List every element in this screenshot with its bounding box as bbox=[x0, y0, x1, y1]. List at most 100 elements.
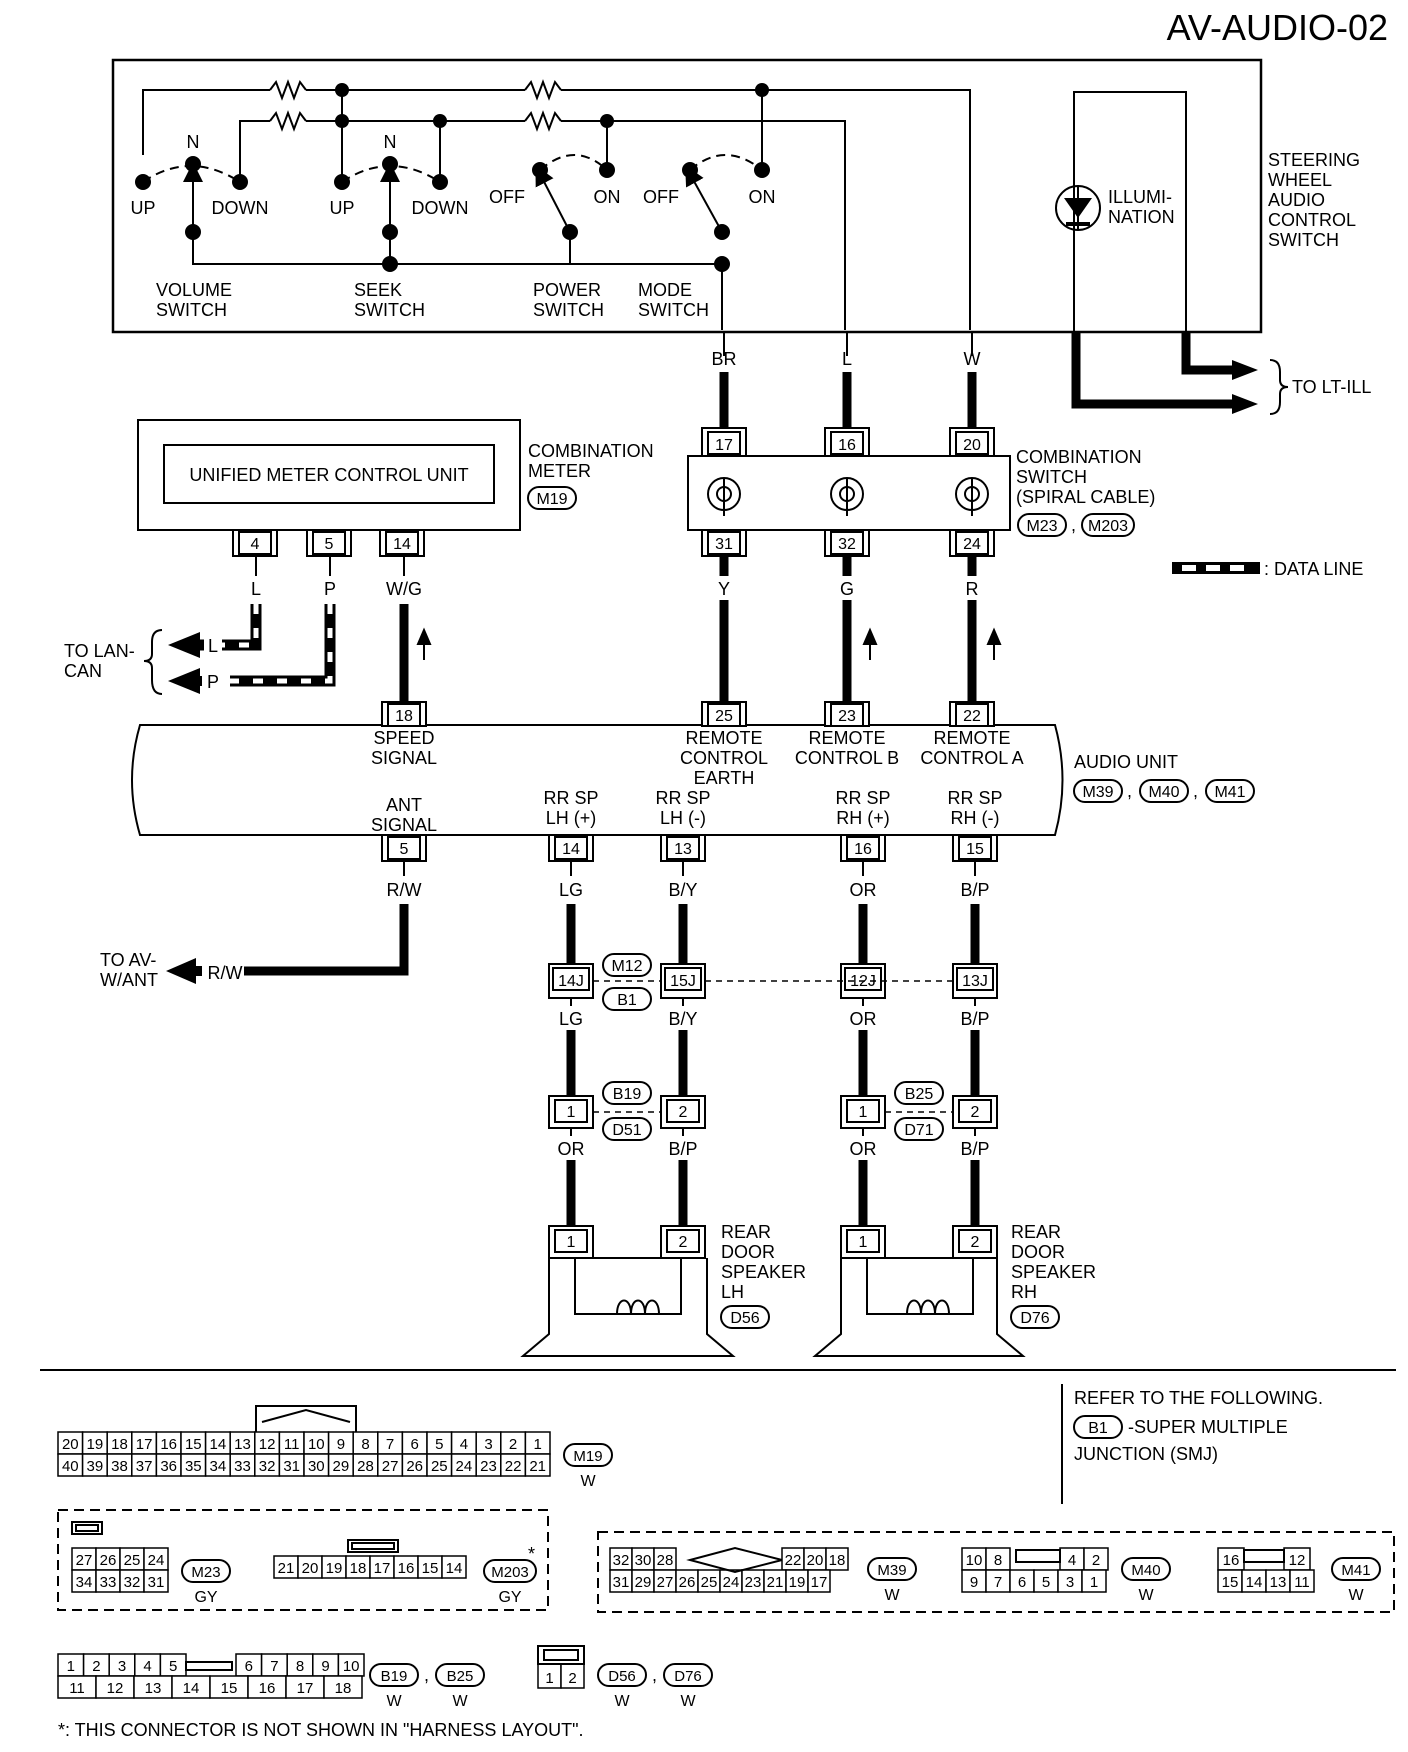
connector-m40-label: M40 bbox=[1131, 1562, 1160, 1579]
m23-row1-cell-label: 26 bbox=[100, 1552, 117, 1569]
smj-wire-bp: B/P bbox=[960, 1009, 989, 1029]
connector-m19-label: M19 bbox=[573, 1448, 602, 1465]
remote-earth-label-1: REMOTE bbox=[685, 728, 762, 748]
meter-pin-4: 4 bbox=[251, 536, 260, 553]
audio-unit-body bbox=[131, 724, 1064, 836]
m203-row-cell-label: 16 bbox=[398, 1560, 415, 1577]
smj-pin-14j: 14J bbox=[558, 973, 584, 990]
steering-switch-name-4: CONTROL bbox=[1268, 210, 1356, 230]
rr-rh-minus-label-1: RR SP bbox=[947, 788, 1002, 808]
m203-row-cell-label: 15 bbox=[422, 1560, 439, 1577]
m19-row2-cell-label: 39 bbox=[87, 1458, 104, 1475]
rr-rh-minus-label-2: RH (-) bbox=[951, 808, 1000, 828]
connector-b19-label: B19 bbox=[613, 1086, 642, 1103]
lan-can-l-label: L bbox=[208, 636, 218, 656]
m203-row-cell-label: 14 bbox=[446, 1560, 463, 1577]
b19-row1-cell-label: 5 bbox=[169, 1658, 177, 1675]
m19-row2-cell-label: 32 bbox=[259, 1458, 276, 1475]
connector-color-label: W bbox=[680, 1693, 696, 1710]
wire-bp-label: B/P bbox=[960, 880, 989, 900]
m39-row1-cell-label: 22 bbox=[785, 1552, 802, 1569]
m19-row1-cell-label: 8 bbox=[361, 1436, 369, 1453]
speaker-lh-label-2: DOOR bbox=[721, 1242, 775, 1262]
volume-switch-label-2: SWITCH bbox=[156, 300, 227, 320]
m40-row1-cell-label: 2 bbox=[1092, 1552, 1100, 1569]
speaker-lh-pin-1: 1 bbox=[567, 1234, 576, 1251]
m39-row2-cell-label: 21 bbox=[767, 1574, 784, 1591]
connector-m203-label: M203 bbox=[1088, 518, 1128, 535]
connector-m203-label: M203 bbox=[491, 1564, 529, 1581]
b19-row1-cell-label: 6 bbox=[245, 1658, 253, 1675]
combination-meter-label-1: COMBINATION bbox=[528, 441, 654, 461]
b19-row2-cell-label: 12 bbox=[107, 1680, 124, 1697]
m19-row2-cell-label: 36 bbox=[160, 1458, 177, 1475]
connector-m39-label: M39 bbox=[877, 1562, 906, 1579]
power-switch-label-1: POWER bbox=[533, 280, 601, 300]
connector-d76-label: D76 bbox=[1020, 1310, 1049, 1327]
m39-row2-cell-label: 24 bbox=[723, 1574, 740, 1591]
door-lh-pin-1: 1 bbox=[567, 1104, 576, 1121]
mode-switch-label-1: MODE bbox=[638, 280, 692, 300]
m23-row2-cell-label: 31 bbox=[148, 1574, 165, 1591]
m19-row1-cell-label: 17 bbox=[136, 1436, 153, 1453]
connector-m41-badge bbox=[1205, 779, 1255, 803]
m19-row1-cell-label: 14 bbox=[210, 1436, 227, 1453]
connector-comma: , bbox=[1071, 515, 1076, 535]
m19-row1-cell-label: 15 bbox=[185, 1436, 202, 1453]
b19-row1-cell-label: 7 bbox=[270, 1658, 278, 1675]
to-lan-can-label-2: CAN bbox=[64, 661, 102, 681]
connector-m203-badge bbox=[483, 1559, 537, 1583]
m19-row2-cell-label: 21 bbox=[529, 1458, 546, 1475]
illumination-label-2: NATION bbox=[1108, 207, 1175, 227]
door-lh-wire-bp: B/P bbox=[668, 1139, 697, 1159]
rr-lh-plus-label-2: LH (+) bbox=[546, 808, 597, 828]
b19-row1-cell-label: 3 bbox=[118, 1658, 126, 1675]
m39-row1-cell-label: 30 bbox=[635, 1552, 652, 1569]
smj-pin-12j: 12J bbox=[850, 973, 876, 990]
m19-row2-cell bbox=[524, 1453, 551, 1477]
m39-row1-cell-label: 28 bbox=[657, 1552, 674, 1569]
speaker-lh bbox=[520, 1225, 736, 1357]
m23-row2-cell-label: 33 bbox=[100, 1574, 117, 1591]
b19-row2-cell-label: 16 bbox=[259, 1680, 276, 1697]
speaker-rh-label-1: REAR bbox=[1011, 1222, 1061, 1242]
on-label-power: ON bbox=[594, 187, 621, 207]
connector-m12-badge bbox=[602, 953, 652, 977]
audio-pin-18: 18 bbox=[395, 708, 413, 725]
refer-b1-label: B1 bbox=[1088, 1420, 1108, 1437]
connector-color-label: GY bbox=[498, 1589, 521, 1606]
connector-d56-badge bbox=[597, 1663, 647, 1687]
m40-row2-cell-label: 6 bbox=[1018, 1574, 1026, 1591]
m19-row2-cell-label: 34 bbox=[210, 1458, 227, 1475]
connector-m23-label: M23 bbox=[191, 1564, 220, 1581]
combination-switch-label-1: COMBINATION bbox=[1016, 447, 1142, 467]
m19-row2-cell-label: 38 bbox=[111, 1458, 128, 1475]
speed-signal-label-2: SIGNAL bbox=[371, 748, 437, 768]
m41-row1-cell-label: 12 bbox=[1289, 1552, 1306, 1569]
m19-row2-cell-label: 29 bbox=[333, 1458, 350, 1475]
connector-d71-label: D71 bbox=[904, 1122, 933, 1139]
speed-signal-label-1: SPEED bbox=[373, 728, 434, 748]
door-lh-wire-or: OR bbox=[558, 1139, 585, 1159]
lan-l-gap bbox=[204, 635, 222, 655]
connector-d51-label: D51 bbox=[612, 1122, 641, 1139]
b19-row2-cell-label: 13 bbox=[145, 1680, 162, 1697]
m19-row2-cell-label: 23 bbox=[480, 1458, 497, 1475]
audio-unit-bottom-pin-boxes bbox=[381, 834, 998, 862]
connector-m40-badge bbox=[1121, 1557, 1171, 1581]
wire-or-label: OR bbox=[850, 880, 877, 900]
data-line-legend-icon bbox=[1172, 562, 1260, 574]
unified-meter-unit-box bbox=[163, 444, 495, 504]
connector-m41-badge bbox=[1331, 1557, 1381, 1581]
m40-row1-cell-label: 10 bbox=[966, 1552, 983, 1569]
meter-wire-p-label: P bbox=[324, 579, 336, 599]
m40-row1-cell-label: 4 bbox=[1068, 1552, 1076, 1569]
audio-unit-bottom-thin-wires bbox=[403, 861, 976, 876]
m41-row1-cell-label: 16 bbox=[1223, 1552, 1240, 1569]
audio-pin-14: 14 bbox=[562, 841, 580, 858]
comb-switch-pin-32: 32 bbox=[838, 536, 856, 553]
connector-m19-badge bbox=[563, 1443, 613, 1467]
combination-switch-body bbox=[687, 455, 1011, 531]
m203-star: * bbox=[528, 1544, 535, 1564]
